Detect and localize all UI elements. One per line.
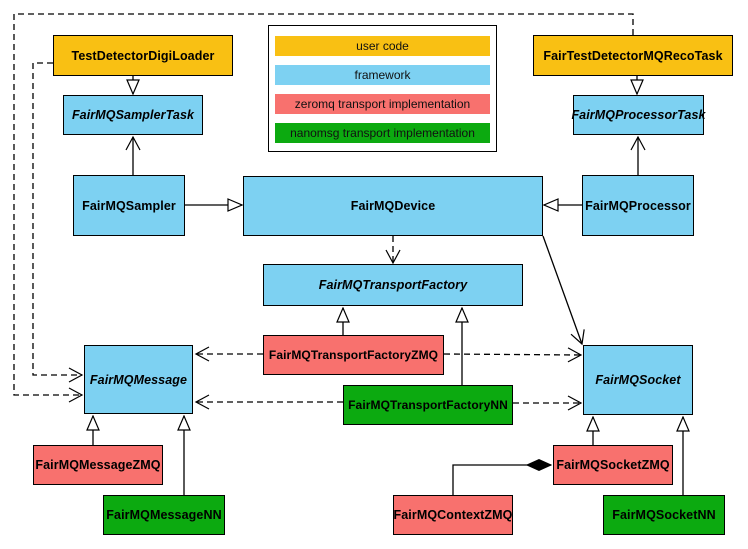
legend-label: zeromq transport implementation xyxy=(294,97,471,111)
node-fairmqsampler: FairMQSampler xyxy=(73,175,185,236)
node-label: FairMQContextZMQ xyxy=(393,508,513,522)
node-fairmqdevice: FairMQDevice xyxy=(243,176,543,236)
node-fairmqprocessortask: FairMQProcessorTask xyxy=(571,95,706,135)
node-label: FairMQTransportFactory xyxy=(318,278,468,292)
node-label: FairMQSampler xyxy=(82,198,176,213)
node-label: FairMQSamplerTask xyxy=(71,108,195,122)
node-label: FairMQSocketNN xyxy=(612,508,716,522)
legend-item-user-code: user code xyxy=(275,36,490,56)
node-fairmqtransportfactoryzmq: FairMQTransportFactoryZMQ xyxy=(263,335,444,375)
legend-label: nanomsg transport implementation xyxy=(290,126,475,140)
edge-digiloader-message-dependency xyxy=(32,62,84,383)
edge-socketzmq-contextzmq-composition xyxy=(452,465,551,495)
node-fairmqsocket: FairMQSocket xyxy=(583,345,693,415)
edge-device-socket-arrow xyxy=(542,235,585,346)
node-fairmqmessage: FairMQMessage xyxy=(84,345,193,414)
node-fairmqmessagenn: FairMQMessageNN xyxy=(103,495,225,535)
node-fairmqsocketnn: FairMQSocketNN xyxy=(603,495,725,535)
node-label: FairTestDetectorMQRecoTask xyxy=(543,48,723,63)
node-label: TestDetectorDigiLoader xyxy=(71,48,215,63)
node-label: FairMQDevice xyxy=(350,199,436,213)
legend-label: user code xyxy=(356,39,409,53)
node-label: FairMQTransportFactoryNN xyxy=(348,398,508,412)
node-fairmqmessagezmq: FairMQMessageZMQ xyxy=(33,445,163,485)
legend: user code framework zeromq transport imp… xyxy=(268,25,497,152)
node-label: FairMQMessageNN xyxy=(106,508,222,522)
legend-label: framework xyxy=(354,68,411,82)
node-fairtestdetectormqrecotask: FairTestDetectorMQRecoTask xyxy=(533,35,733,76)
node-label: FairMQProcessor xyxy=(585,198,691,213)
legend-item-framework: framework xyxy=(275,65,490,85)
node-label: FairMQMessage xyxy=(89,372,188,387)
node-label: FairMQSocket xyxy=(595,373,681,387)
node-label: FairMQSocketZMQ xyxy=(556,458,670,472)
node-fairmqtransportfactorynn: FairMQTransportFactoryNN xyxy=(343,385,513,425)
legend-item-zeromq: zeromq transport implementation xyxy=(275,94,490,114)
node-label: FairMQMessageZMQ xyxy=(35,458,161,472)
legend-item-nanomsg: nanomsg transport implementation xyxy=(275,123,490,143)
node-fairmqprocessor: FairMQProcessor xyxy=(582,175,694,236)
edge-factoryzmq-socket-dependency xyxy=(443,347,583,363)
node-label: FairMQProcessorTask xyxy=(571,108,706,122)
node-label: FairMQTransportFactoryZMQ xyxy=(268,348,439,362)
edge-recotask-message-dependency xyxy=(13,13,634,403)
node-testdetectordigiloader: TestDetectorDigiLoader xyxy=(53,35,233,76)
node-fairmqtransportfactory: FairMQTransportFactory xyxy=(263,264,523,306)
node-fairmqcontextzmq: FairMQContextZMQ xyxy=(393,495,513,535)
node-fairmqsamplertask: FairMQSamplerTask xyxy=(63,95,203,135)
node-fairmqsocketzmq: FairMQSocketZMQ xyxy=(553,445,673,485)
